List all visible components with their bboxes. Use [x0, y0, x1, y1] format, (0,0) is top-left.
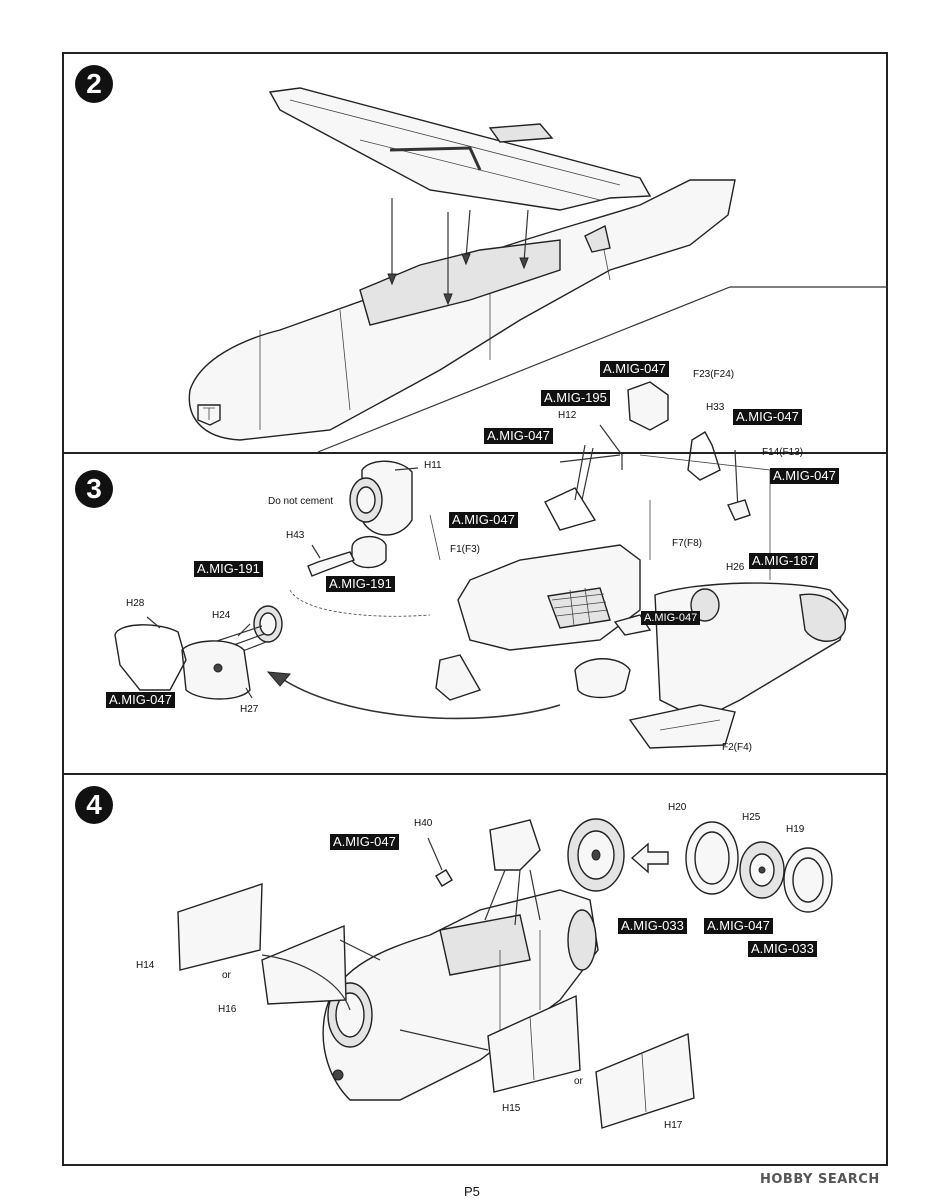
step2-arrows	[387, 198, 529, 306]
label-h17: H17	[664, 1120, 683, 1131]
tag-mig047-h40: A.MIG-047	[330, 834, 399, 850]
step2-wing	[268, 87, 652, 211]
tag-mig047-seat: A.MIG-047	[600, 361, 669, 377]
step4-h40-part	[435, 869, 453, 887]
step3-h33-part	[687, 431, 751, 521]
tag-mig047-rod: A.MIG-047	[770, 468, 839, 484]
step-number-3: 3	[75, 470, 113, 508]
label-h27: H27	[240, 704, 259, 715]
label-h25: H25	[742, 812, 761, 823]
step4-h20-ring	[685, 821, 739, 895]
label-h20: H20	[668, 802, 687, 813]
label-h19: H19	[786, 824, 805, 835]
step-number-2: 2	[75, 65, 113, 103]
step3-h11-part	[349, 460, 419, 569]
tag-mig047-shield: A.MIG-047	[106, 692, 175, 708]
tag-mig047-floor: A.MIG-047	[641, 611, 701, 625]
step4-h17-door	[595, 1032, 695, 1129]
label-h40: H40	[414, 818, 433, 829]
label-f7: F7(F8)	[672, 538, 702, 549]
tag-mig047-tub: A.MIG-047	[449, 512, 518, 528]
page-number: P5	[464, 1184, 480, 1199]
label-h26: H26	[726, 562, 745, 573]
label-h12: H12	[558, 410, 577, 421]
step4-h19-ring	[783, 847, 833, 913]
step4-h14-window	[177, 883, 263, 971]
label-h24: H24	[212, 610, 231, 621]
label-or-window: or	[222, 970, 231, 981]
step4-h15-door	[487, 994, 581, 1093]
watermark: HOBBY SEARCH	[760, 1172, 880, 1187]
label-h43: H43	[286, 530, 305, 541]
label-f2: F2(F4)	[722, 742, 752, 753]
label-h11: H11	[424, 460, 442, 471]
step-divider-2-3	[62, 452, 888, 454]
step4-fuselage	[322, 819, 599, 1101]
tag-mig033-h19: A.MIG-033	[748, 941, 817, 957]
step3-h43-part	[307, 551, 355, 577]
step-number-4: 4	[75, 786, 113, 824]
label-do-not-cement: Do not cement	[268, 496, 334, 507]
tag-mig047-pedals: A.MIG-047	[733, 409, 802, 425]
step4-h16-window	[261, 924, 347, 1005]
step2-fuselage	[188, 179, 736, 441]
label-h16: H16	[218, 1004, 237, 1015]
label-or-door: or	[574, 1076, 583, 1087]
tag-mig195: A.MIG-195	[541, 390, 610, 406]
tag-mig187: A.MIG-187	[749, 553, 818, 569]
label-h14: H14	[136, 960, 155, 971]
tag-mig033-h20: A.MIG-033	[618, 918, 687, 934]
label-f23: F23(F24)	[693, 369, 735, 380]
step4-h25-hub	[739, 841, 785, 899]
step4-wheel	[567, 818, 625, 892]
step-divider-3-4	[62, 773, 888, 775]
step3-gun-assembly	[114, 605, 283, 700]
step4-direction-arrow	[630, 842, 669, 874]
label-f1: F1(F3)	[450, 544, 480, 555]
step3-cockpit-tub	[435, 544, 849, 749]
label-h33: H33	[706, 402, 725, 413]
step2-separator-line	[317, 286, 888, 453]
label-f14: F14(F13)	[762, 447, 804, 458]
label-h15: H15	[502, 1103, 521, 1114]
tag-mig191-gun: A.MIG-191	[194, 561, 263, 577]
tag-mig191-pin: A.MIG-191	[326, 576, 395, 592]
label-h28: H28	[126, 598, 145, 609]
step3-control-column	[544, 381, 669, 531]
tag-mig047-h25: A.MIG-047	[704, 918, 773, 934]
tag-mig047-stick: A.MIG-047	[484, 428, 553, 444]
